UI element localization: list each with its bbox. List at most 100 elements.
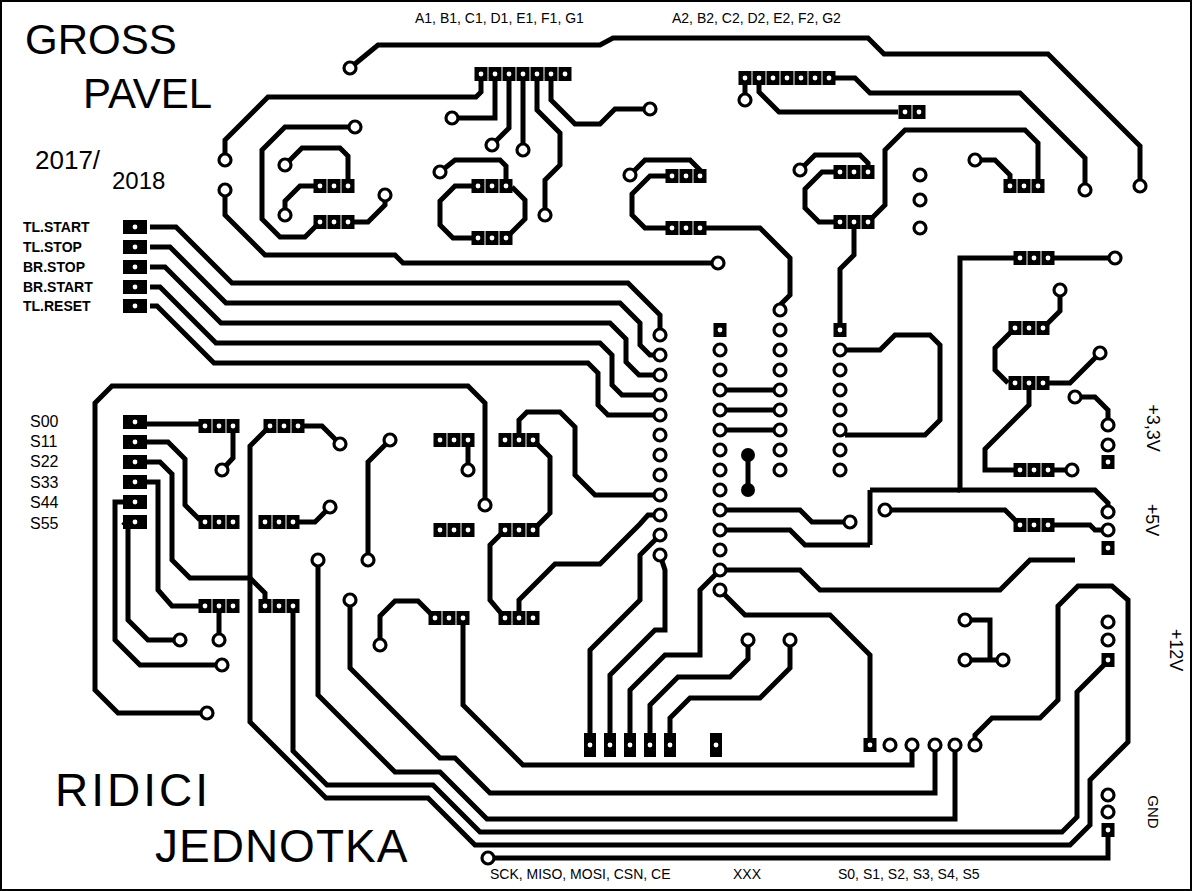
solder-pad <box>434 523 475 537</box>
solder-pad <box>1102 806 1114 818</box>
year-label: 2018 <box>112 167 165 195</box>
copper-trace <box>123 522 180 640</box>
solder-pad <box>199 419 240 433</box>
solder-pad <box>1102 419 1114 431</box>
copper-trace <box>150 287 660 395</box>
solder-pad <box>654 329 666 341</box>
copper-trace <box>506 187 525 238</box>
copper-trace <box>318 560 955 819</box>
copper-trace <box>492 74 509 145</box>
board-title: JEDNOTKA <box>155 820 408 873</box>
button-pin-label: BR.STOP <box>23 259 85 275</box>
solder-pad <box>1109 252 1121 264</box>
copper-trace <box>610 555 665 733</box>
solder-pad <box>1102 823 1115 837</box>
solder-pad <box>784 634 796 646</box>
solder-pad <box>349 121 361 133</box>
solder-pad <box>714 564 726 576</box>
solder-pad <box>654 489 666 501</box>
copper-trace <box>250 426 1128 845</box>
copper-trace <box>630 570 720 733</box>
solder-pad <box>312 554 324 566</box>
solder-pad <box>906 739 918 751</box>
copper-trace <box>1048 525 1108 530</box>
solder-pad <box>123 435 147 449</box>
solder-pad <box>949 739 961 751</box>
solder-pad <box>997 654 1009 666</box>
solder-pad <box>123 62 1146 864</box>
solder-pad <box>531 67 544 81</box>
solder-pad <box>654 469 666 481</box>
solder-pad <box>714 504 726 516</box>
copper-trace <box>262 127 355 237</box>
solder-pad <box>714 584 726 596</box>
copper-trace <box>488 830 1108 858</box>
connector-pin-label: SCK, MISO, MOSI, CSN, CE <box>490 866 670 882</box>
button-pin-label: BR.START <box>23 279 93 295</box>
copper-trace <box>840 222 854 330</box>
copper-trace <box>150 227 660 335</box>
solder-pad <box>123 495 147 509</box>
solder-pad <box>174 634 186 646</box>
solder-pad <box>913 105 926 119</box>
solder-pad <box>379 189 391 201</box>
solder-pad <box>324 501 336 513</box>
solder-pad <box>834 364 846 376</box>
solder-pad <box>482 852 494 864</box>
solder-pad <box>344 62 356 74</box>
copper-trace <box>150 267 660 375</box>
copper-trace <box>440 186 478 238</box>
copper-trace <box>368 440 390 560</box>
copper-trace <box>533 440 550 530</box>
copper-trace <box>829 78 1085 190</box>
solder-pad <box>774 424 786 436</box>
solder-pad <box>216 659 228 671</box>
solder-pad <box>384 434 396 446</box>
solder-pad <box>666 221 707 235</box>
board-title: RIDICI <box>55 764 211 817</box>
solder-pad <box>654 449 666 461</box>
solder-pad <box>844 516 856 528</box>
solder-pad <box>1014 251 1055 265</box>
solder-pad <box>1102 653 1115 667</box>
copper-trace <box>870 490 960 545</box>
copper-trace <box>985 383 1029 470</box>
solder-pad <box>914 169 926 181</box>
solder-pad <box>753 71 766 85</box>
solder-pad <box>123 455 147 469</box>
button-pin-label: TL.START <box>23 219 90 235</box>
solder-pad <box>624 733 636 757</box>
header-pin-label: A1, B1, C1, D1, E1, F1, G1 <box>415 10 584 26</box>
solder-pad <box>823 71 836 85</box>
solder-pad <box>774 344 786 356</box>
solder-pad <box>739 71 752 85</box>
solder-pad <box>279 209 291 221</box>
solder-pad <box>714 344 726 356</box>
solder-pad <box>654 549 666 561</box>
solder-pad <box>714 484 726 496</box>
solder-pad <box>1102 439 1114 451</box>
solder-pad <box>1009 321 1050 335</box>
solder-pad <box>864 738 877 752</box>
solder-pad <box>879 504 891 516</box>
solder-pad <box>959 654 971 666</box>
solder-pad <box>654 349 666 361</box>
solder-pad <box>489 67 502 81</box>
copper-trace <box>868 130 1038 222</box>
segment-pin-label: S22 <box>30 453 58 471</box>
button-pin-label: TL.STOP <box>23 239 82 255</box>
copper-trace <box>720 560 1075 590</box>
copper-trace <box>490 530 505 618</box>
copper-trace <box>551 74 650 124</box>
solder-pad <box>499 611 540 625</box>
copper-trace <box>840 335 940 435</box>
solder-pad <box>259 515 300 529</box>
solder-pad <box>362 554 374 566</box>
solder-pad <box>314 215 355 229</box>
solder-pad <box>809 71 822 85</box>
solder-pad <box>774 384 786 396</box>
solder-pad <box>654 429 666 441</box>
copper-trace <box>150 247 660 355</box>
solder-pad <box>539 209 551 221</box>
